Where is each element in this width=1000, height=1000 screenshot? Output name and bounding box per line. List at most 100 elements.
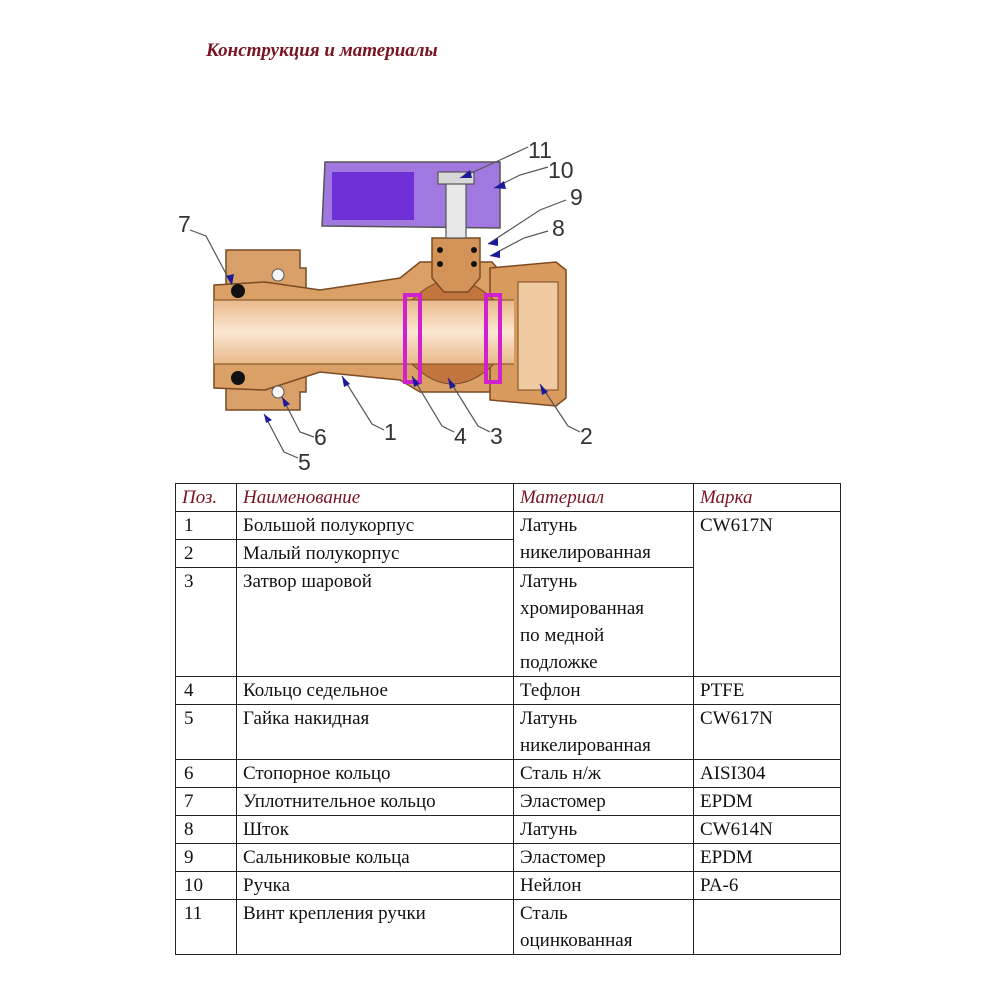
name-cell: Винт крепления ручки	[236, 899, 514, 955]
flow-bore	[214, 300, 514, 364]
material-line: оцинкованная	[520, 930, 633, 951]
materials-table: Поз. Наименование Материал Марка 1 Больш…	[175, 483, 841, 955]
leader-line-8	[489, 230, 549, 257]
leader-line-4	[411, 375, 455, 433]
table-row: 9 Сальниковые кольца Эластомер EPDM	[175, 843, 841, 872]
leader-line-7	[189, 229, 233, 286]
material-cell: Нейлон	[513, 871, 694, 900]
material-line: Сталь	[520, 903, 568, 924]
pos-cell: 7	[175, 787, 237, 816]
leader-arrow	[460, 170, 472, 178]
material-line: подложке	[520, 652, 598, 673]
header-pos: Поз.	[175, 483, 237, 512]
material-line: по медной	[520, 625, 605, 646]
leader-arrow	[488, 238, 498, 246]
o-ring	[231, 371, 245, 385]
pos-cell: 9	[175, 843, 237, 872]
leader-arrow	[342, 376, 350, 387]
leader-arrow	[264, 414, 272, 423]
stem	[431, 237, 481, 293]
pos-cell: 3	[175, 567, 237, 677]
page-title: Конструкция и материалы	[206, 40, 438, 61]
retaining-ring	[271, 385, 285, 399]
callout-8: 8	[552, 215, 565, 241]
material-cell: Латунь никелированная	[513, 704, 694, 760]
table-header-row: Поз. Наименование Материал Марка	[175, 483, 841, 512]
gland-ring	[471, 247, 477, 253]
material-line: Латунь	[520, 571, 578, 592]
pos-cell: 11	[175, 899, 237, 955]
leader-arrow	[448, 378, 456, 389]
table-row: 8 Шток Латунь CW614N	[175, 815, 841, 844]
material-line: Латунь	[520, 515, 578, 536]
leader-line-6	[281, 396, 315, 438]
name-cell: Уплотнительное кольцо	[236, 787, 514, 816]
name-cell: Затвор шаровой	[236, 567, 514, 677]
leader-arrow	[282, 397, 290, 407]
grade-cell: PTFE	[693, 676, 841, 705]
callout-1: 1	[384, 419, 397, 445]
header-grade: Марка	[693, 483, 841, 512]
pos-cell: 4	[175, 676, 237, 705]
table-row: 10 Ручка Нейлон PA-6	[175, 871, 841, 900]
pos-cell: 5	[175, 704, 237, 760]
material-line: Латунь	[520, 708, 578, 729]
callout-9: 9	[570, 184, 583, 210]
pos-cell: 2	[175, 539, 237, 568]
gland-ring	[437, 261, 443, 267]
material-cell: Латунь хромированная по медной подложке	[513, 567, 694, 677]
callout-4: 4	[454, 423, 467, 449]
grade-cell: EPDM	[693, 843, 841, 872]
pos-cell: 1	[175, 511, 237, 540]
callout-3: 3	[490, 423, 503, 449]
table-row: 6 Стопорное кольцо Сталь н/ж AISI304	[175, 759, 841, 788]
grade-cell: CW614N	[693, 815, 841, 844]
pos-cell: 8	[175, 815, 237, 844]
table-row: 2 Малый полукорпус	[175, 539, 841, 568]
material-line: никелированная	[520, 542, 651, 563]
table-row: 3 Затвор шаровой Латунь хромированная по…	[175, 567, 841, 677]
leader-line-11	[459, 146, 529, 179]
grade-cell: CW617N	[693, 704, 841, 760]
leader-line-3	[447, 377, 491, 433]
seat-ring	[403, 293, 422, 384]
name-cell: Сальниковые кольца	[236, 843, 514, 872]
material-cell: Сталь оцинкованная	[513, 899, 694, 955]
leader-arrow	[412, 376, 420, 387]
material-cell: Эластомер	[513, 787, 694, 816]
table-row: 4 Кольцо седельное Тефлон PTFE	[175, 676, 841, 705]
callout-10: 10	[548, 157, 574, 183]
leader-line-2	[539, 383, 581, 433]
name-cell: Ручка	[236, 871, 514, 900]
table-row: 5 Гайка накидная Латунь никелированная C…	[175, 704, 841, 760]
callout-7: 7	[178, 211, 191, 237]
material-cell: Латунь никелированная	[513, 511, 694, 568]
material-cell: Сталь н/ж	[513, 759, 694, 788]
material-cell: Тефлон	[513, 676, 694, 705]
material-cell: Эластомер	[513, 843, 694, 872]
name-cell: Кольцо седельное	[236, 676, 514, 705]
name-cell: Большой полукорпус	[236, 511, 514, 540]
table-row: 11 Винт крепления ручки Сталь оцинкованн…	[175, 899, 841, 955]
leader-line-5	[263, 413, 299, 459]
material-line: никелированная	[520, 735, 651, 756]
handle-inner	[332, 172, 414, 220]
callout-6: 6	[314, 424, 327, 450]
grade-cell: PA-6	[693, 871, 841, 900]
header-name: Наименование	[236, 483, 514, 512]
leader-line-1	[341, 375, 385, 431]
table-row: 1 Большой полукорпус Латунь никелированн…	[175, 511, 841, 677]
pos-cell: 10	[175, 871, 237, 900]
seat-ring	[484, 293, 502, 384]
leader-arrow	[490, 250, 500, 258]
callout-2: 2	[580, 423, 593, 449]
name-cell: Гайка накидная	[236, 704, 514, 760]
gland-ring	[437, 247, 443, 253]
callout-11: 11	[528, 137, 552, 163]
header-material: Материал	[513, 483, 694, 512]
small-body-thread	[517, 281, 559, 391]
name-cell: Малый полукорпус	[236, 539, 514, 568]
callout-5: 5	[298, 449, 311, 475]
pos-cell: 6	[175, 759, 237, 788]
material-cell: Латунь	[513, 815, 694, 844]
